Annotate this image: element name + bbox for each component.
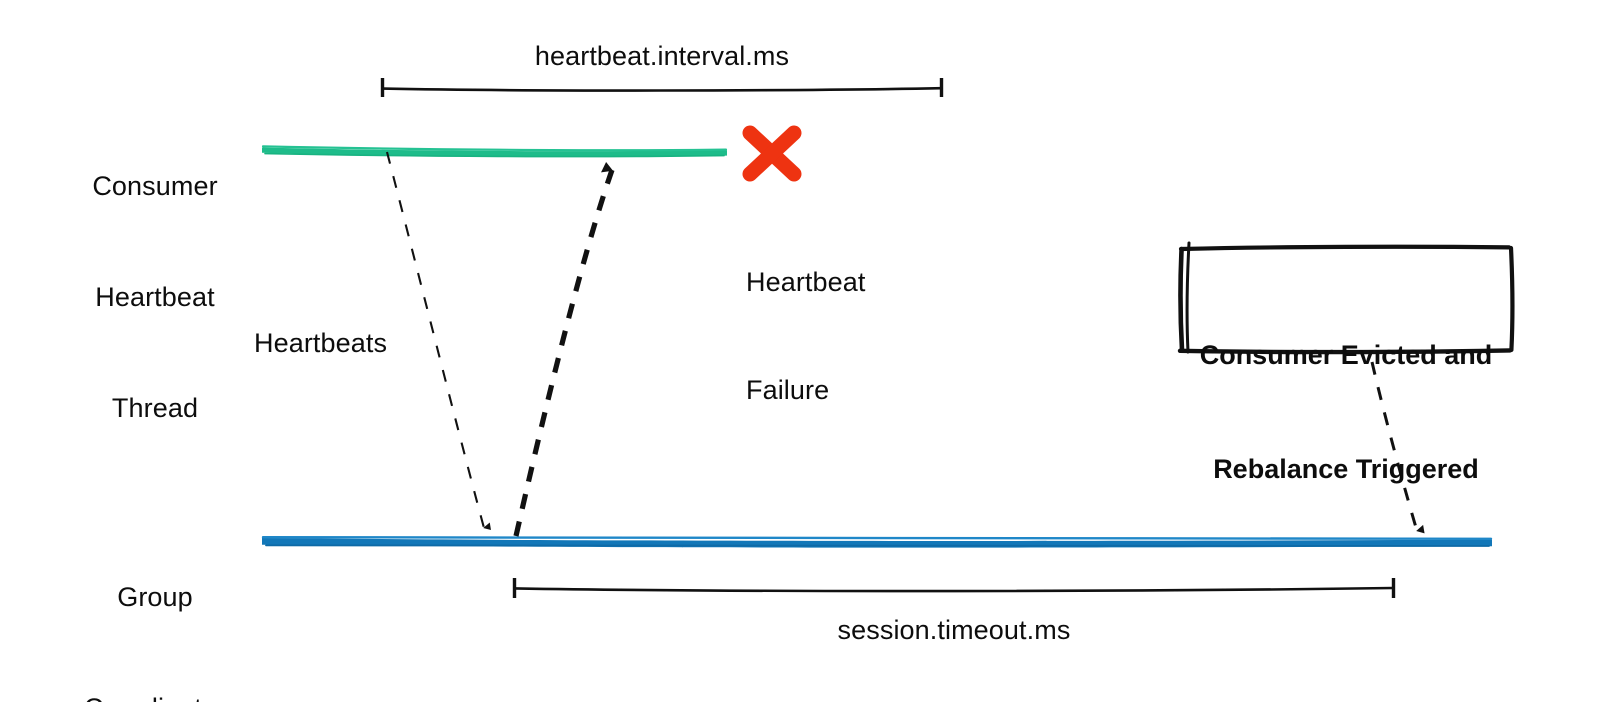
lane-label-line: Coordinator <box>30 690 280 702</box>
heartbeat-failure-label-line: Failure <box>746 375 830 405</box>
measure-label-session-timeout: session.timeout.ms <box>837 615 1071 645</box>
heartbeat-failure-label-line: Heartbeat <box>746 267 866 297</box>
arrow-heartbeat-response <box>513 162 615 537</box>
arrow-eviction-pointer <box>1370 361 1425 534</box>
lane-label-line: Consumer <box>92 171 218 201</box>
lane-label-consumer-heartbeat-thread: Consumer Heartbeat Thread <box>30 94 280 501</box>
heartbeats-label: Heartbeats <box>254 328 388 358</box>
lane-label-line: Thread <box>111 393 199 423</box>
measure-label-heartbeat-interval: heartbeat.interval.ms <box>534 41 790 71</box>
callout-box-shape <box>1177 241 1515 355</box>
x-mark-icon <box>742 125 802 182</box>
lane-label-group-coordinator: Group Coordinator <box>30 505 280 702</box>
arrow-heartbeat-request <box>385 151 491 531</box>
callout-box-label-line: Consumer Evicted and <box>1199 340 1493 370</box>
heartbeat-failure-label: Heartbeat Failure <box>746 192 865 480</box>
measure-bar-heartbeat-interval <box>380 78 944 97</box>
callout-box-label-line: Rebalance Triggered <box>1213 454 1479 484</box>
callout-box-label: Consumer Evicted and Rebalance Triggered <box>1184 260 1508 564</box>
measure-bar-session-timeout <box>512 578 1396 598</box>
lane-label-line: Heartbeat <box>95 282 215 312</box>
lane-line-consumer-heartbeat-thread <box>261 145 728 158</box>
lane-label-line: Group <box>117 582 193 612</box>
